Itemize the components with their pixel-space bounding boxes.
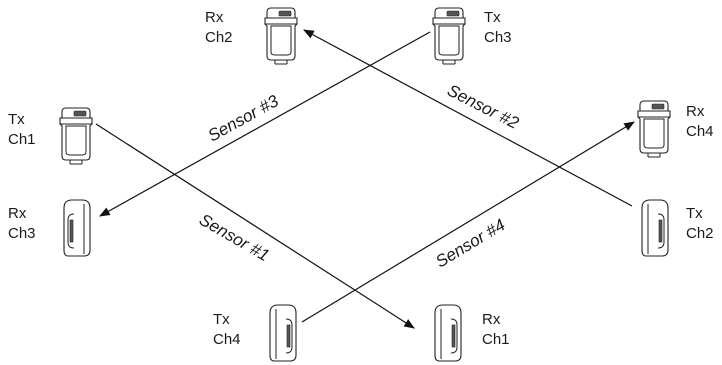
beam-line-sensor-4 xyxy=(301,121,635,323)
device-rx-ch2: Rx Ch2 xyxy=(205,7,298,65)
side-sensor-icon xyxy=(63,199,91,257)
device-rx-ch3: Rx Ch3 xyxy=(8,199,91,257)
beam-sensor-2: Sensor #2 xyxy=(303,29,633,207)
side-sensor-icon xyxy=(641,199,669,257)
beam-label-sensor-1: Sensor #1 xyxy=(196,210,273,265)
device-channel-label: Ch2 xyxy=(686,225,714,242)
device-rx-ch1: Rx Ch1 xyxy=(434,304,510,362)
device-role-label: Rx xyxy=(205,9,224,26)
front-sensor-icon xyxy=(432,7,466,65)
device-role-label: Rx xyxy=(8,205,27,222)
device-role-label: Tx xyxy=(8,111,25,128)
beam-label-sensor-3: Sensor #3 xyxy=(205,91,282,145)
front-sensor-icon xyxy=(637,100,671,158)
side-sensor-icon xyxy=(434,304,462,362)
device-tx-ch1: Tx Ch1 xyxy=(8,107,93,165)
device-tx-ch4: Tx Ch4 xyxy=(213,304,297,362)
side-sensor-icon xyxy=(269,304,297,362)
device-role-label: Rx xyxy=(686,103,705,120)
beam-line-sensor-2 xyxy=(303,29,633,207)
device-tx-ch3: Tx Ch3 xyxy=(432,7,512,65)
device-channel-label: Ch3 xyxy=(8,225,36,242)
device-channel-label: Ch3 xyxy=(484,29,512,46)
device-role-label: Tx xyxy=(686,205,703,222)
beam-line-sensor-1 xyxy=(95,123,415,329)
device-channel-label: Ch2 xyxy=(205,29,233,46)
beam-line-sensor-3 xyxy=(99,31,431,217)
beam-label-sensor-4: Sensor #4 xyxy=(432,215,508,271)
device-tx-ch2: Tx Ch2 xyxy=(641,199,714,257)
device-role-label: Tx xyxy=(213,311,230,328)
beam-label-sensor-2: Sensor #2 xyxy=(444,81,522,133)
device-channel-label: Ch1 xyxy=(482,331,510,348)
front-sensor-icon xyxy=(264,7,298,65)
device-role-label: Rx xyxy=(482,311,501,328)
beam-sensor-3: Sensor #3 xyxy=(99,31,431,217)
beam-sensor-1: Sensor #1 xyxy=(95,123,415,329)
beam-sensor-4: Sensor #4 xyxy=(301,121,635,323)
front-sensor-icon xyxy=(59,107,93,165)
device-channel-label: Ch4 xyxy=(686,123,714,140)
device-role-label: Tx xyxy=(484,9,501,26)
device-channel-label: Ch4 xyxy=(213,331,241,348)
device-channel-label: Ch1 xyxy=(8,131,36,148)
device-rx-ch4: Rx Ch4 xyxy=(637,100,714,158)
